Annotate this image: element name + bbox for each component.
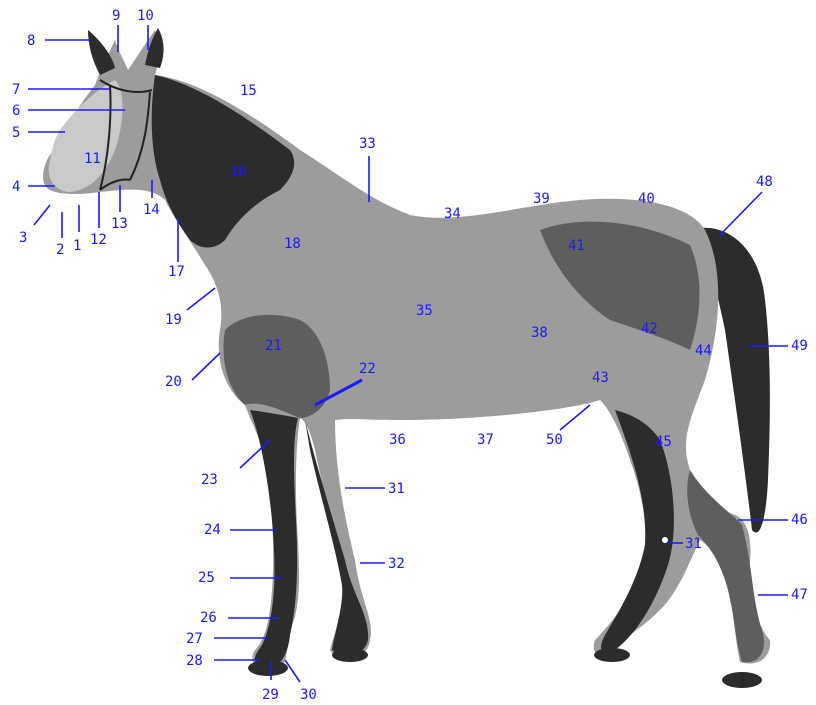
- label-1: 1: [73, 238, 81, 254]
- label-15: 15: [240, 83, 257, 99]
- label-5: 5: [12, 125, 20, 141]
- label-39: 39: [533, 191, 550, 207]
- label-21: 21: [265, 338, 282, 354]
- label-2: 2: [56, 242, 64, 258]
- leader-3: [34, 205, 50, 225]
- label-31b: 31: [685, 536, 702, 552]
- label-46: 46: [791, 512, 808, 528]
- leader-48: [720, 192, 762, 235]
- label-29: 29: [262, 687, 279, 703]
- label-45: 45: [655, 434, 672, 450]
- label-40: 40: [638, 191, 655, 207]
- label-9: 9: [112, 8, 120, 24]
- label-24: 24: [204, 522, 221, 538]
- horse-illustration: [43, 28, 770, 688]
- label-36: 36: [389, 432, 406, 448]
- label-34: 34: [444, 206, 461, 222]
- label-28: 28: [186, 653, 203, 669]
- leader-19: [187, 288, 215, 310]
- horse-hoof-hind-left: [594, 648, 630, 662]
- label-20: 20: [165, 374, 182, 390]
- label-19: 19: [165, 312, 182, 328]
- label-16: 16: [230, 164, 247, 180]
- horse-front-leg: [305, 420, 368, 655]
- label-22: 22: [359, 361, 376, 377]
- label-35: 35: [416, 303, 433, 319]
- label-25: 25: [198, 570, 215, 586]
- label-3: 3: [19, 230, 27, 246]
- horse-front-leg-near: [250, 410, 298, 668]
- label-23: 23: [201, 472, 218, 488]
- label-17: 17: [168, 264, 185, 280]
- label-47: 47: [791, 587, 808, 603]
- label-26: 26: [200, 610, 217, 626]
- label-8: 8: [27, 33, 35, 49]
- horse-chestnut-front: [340, 479, 346, 485]
- label-31a: 31: [388, 481, 405, 497]
- horse-hoof-front-right: [332, 648, 368, 662]
- label-18: 18: [284, 236, 301, 252]
- label-44: 44: [695, 343, 712, 359]
- label-49: 49: [791, 338, 808, 354]
- label-41: 41: [568, 238, 585, 254]
- label-43: 43: [592, 370, 609, 386]
- label-4: 4: [12, 179, 20, 195]
- label-6: 6: [12, 103, 20, 119]
- label-14: 14: [143, 202, 160, 218]
- label-30: 30: [300, 687, 317, 703]
- horse-chestnut-hind: [662, 537, 668, 543]
- label-27: 27: [186, 631, 203, 647]
- label-32: 32: [388, 556, 405, 572]
- label-10: 10: [137, 8, 154, 24]
- leader-50: [560, 405, 590, 430]
- label-11: 11: [84, 151, 101, 167]
- horse-hoof-front-left: [248, 660, 288, 676]
- label-48: 48: [756, 174, 773, 190]
- label-42: 42: [641, 321, 658, 337]
- label-37: 37: [477, 432, 494, 448]
- label-33: 33: [359, 136, 376, 152]
- label-12: 12: [90, 232, 107, 248]
- leader-30: [285, 660, 300, 682]
- label-7: 7: [12, 82, 20, 98]
- label-13: 13: [111, 216, 128, 232]
- horse-hoof-hind-right: [722, 672, 762, 688]
- label-50: 50: [546, 432, 563, 448]
- leader-20: [192, 353, 220, 380]
- label-38: 38: [531, 325, 548, 341]
